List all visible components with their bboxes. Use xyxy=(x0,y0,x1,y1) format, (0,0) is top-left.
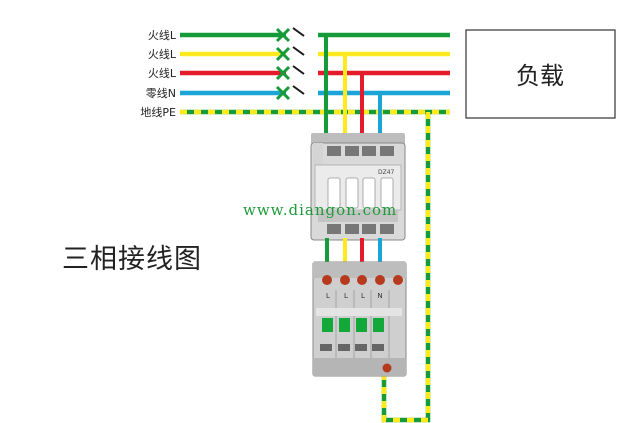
spd-window-4 xyxy=(373,318,384,332)
wire-label-l2: 火线L xyxy=(148,47,177,61)
wire-label-pe: 地线PE xyxy=(140,105,176,119)
switch-x-l3 xyxy=(275,65,291,81)
switch-symbols xyxy=(275,27,318,101)
breaker-handle-1[interactable] xyxy=(327,177,341,209)
wire-label-l1: 火线L xyxy=(148,28,177,42)
wire-label-n: 零线N xyxy=(146,86,176,100)
spd-window-3 xyxy=(356,318,367,332)
circuit-breaker: DZ47 xyxy=(310,133,406,241)
diagram-title: 三相接线图 xyxy=(62,244,202,275)
spd-label-n: N xyxy=(377,292,382,300)
breaker-handles xyxy=(327,177,394,209)
spd-label-l2: L xyxy=(344,292,348,300)
breaker-brand: DZ47 xyxy=(378,169,395,176)
spd-window-2 xyxy=(339,318,350,332)
load-label: 负载 xyxy=(516,62,564,90)
watermark: www.diangon.com xyxy=(243,201,397,219)
breaker-handle-4[interactable] xyxy=(380,177,394,209)
spd-window-1 xyxy=(322,318,333,332)
wire-labels: 火线L 火线L 火线L 零线N 地线PE xyxy=(140,28,176,119)
switch-x-n xyxy=(275,85,291,101)
breaker-feed-wires xyxy=(324,35,382,142)
pe-ground-path xyxy=(381,112,431,423)
load-box: 负载 xyxy=(465,29,616,119)
surge-protector: L L L N xyxy=(312,261,407,377)
switch-x-l1 xyxy=(275,27,291,43)
spd-label-l1: L xyxy=(326,292,330,300)
switch-x-l2 xyxy=(275,46,291,62)
wire-label-l3: 火线L xyxy=(148,66,177,80)
breaker-handle-2[interactable] xyxy=(345,177,359,209)
breaker-handle-3[interactable] xyxy=(362,177,376,209)
spd-label-l3: L xyxy=(361,292,365,300)
